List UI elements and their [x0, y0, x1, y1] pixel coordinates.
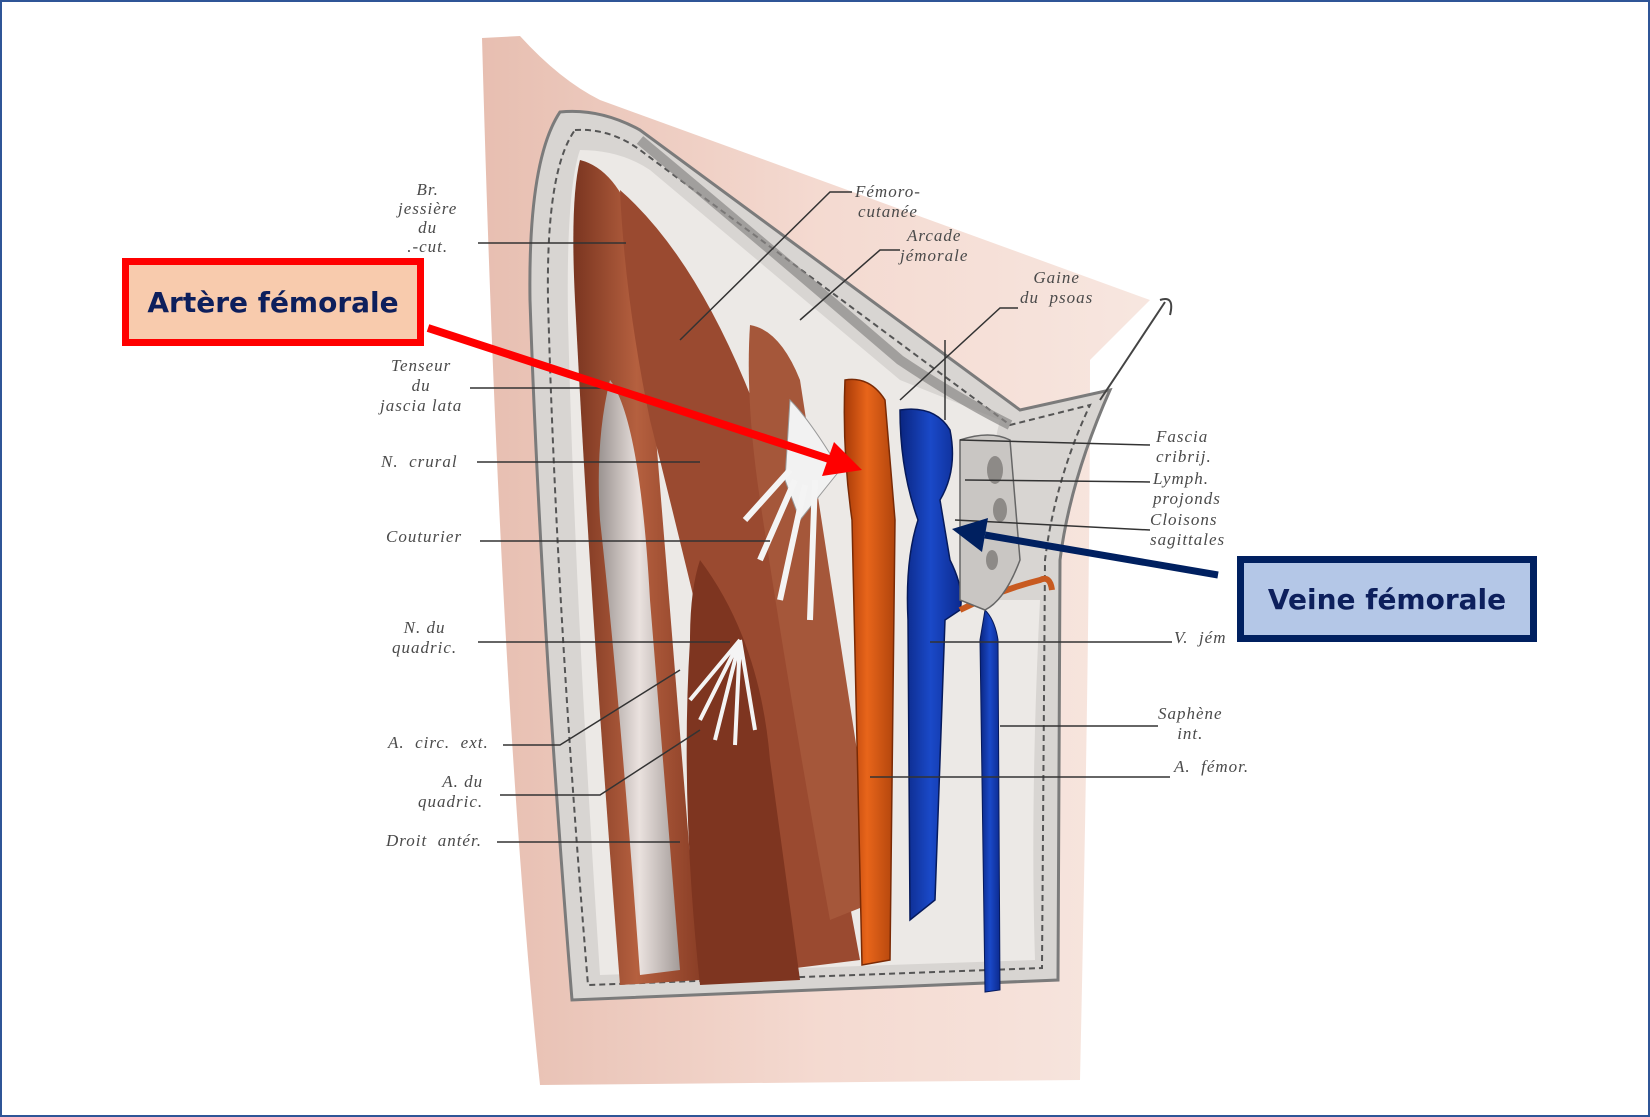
- label-br-fessiere: Br. jessière du .-cut.: [398, 180, 458, 256]
- retractor-hook: [1099, 301, 1166, 401]
- sartorius-muscle: [620, 190, 860, 970]
- label-couturier: Couturier: [386, 527, 463, 546]
- iliotibial-tendon: [598, 380, 680, 975]
- inguinal-ligament: [636, 136, 1013, 430]
- fascia-stitch-line: [546, 128, 1092, 987]
- label-femoro-cutanee: Fémoro- cutanée: [855, 182, 921, 221]
- label-v-fem: V. jém: [1174, 628, 1227, 647]
- label-gaine-psoas: Gaine du psoas: [1020, 268, 1094, 307]
- label-a-quadric: A. du quadric.: [418, 772, 484, 811]
- vein-arrow: [952, 518, 1219, 579]
- lymph-node: [986, 550, 998, 570]
- rectus-femoris-muscle: [686, 560, 800, 985]
- label-n-quadric: N. du quadric.: [392, 618, 458, 657]
- label-cloisons-sagittales: Cloisons sagittales: [1150, 510, 1226, 549]
- great-saphenous-vein: [979, 608, 1001, 993]
- label-a-femor: A. fémor.: [1174, 757, 1250, 776]
- leader-lines: [470, 191, 1172, 843]
- iliopsoas-muscle: [748, 325, 880, 920]
- label-saphene-int: Saphène int.: [1158, 704, 1223, 743]
- label-n-crural: N. crural: [381, 452, 458, 471]
- label-a-circ-ext: A. circ. ext.: [388, 733, 489, 752]
- callout-artere-femorale-text: Artère fémorale: [147, 285, 399, 319]
- label-droit-anter: Droit antér.: [386, 831, 482, 850]
- retractor-hook-tip: [1159, 298, 1173, 316]
- femoral-artery: [843, 378, 896, 966]
- femoral-nerve: [784, 398, 841, 521]
- label-arcade-femorale: Arcade jémorale: [900, 226, 969, 265]
- quadriceps-nerve-fan: [688, 638, 757, 746]
- lymph-node: [993, 498, 1007, 522]
- callout-veine-femorale-text: Veine fémorale: [1267, 582, 1507, 616]
- artery-arrow: [426, 324, 862, 476]
- callout-veine-femorale: Veine fémorale: [1237, 556, 1537, 642]
- callout-artere-femorale: Artère fémorale: [122, 258, 424, 346]
- label-fascia-cribrif: Fascia cribrij.: [1156, 427, 1212, 466]
- lymph-node: [987, 456, 1003, 484]
- femoral-nerve-branches: [742, 467, 818, 621]
- label-lymph-profonds: Lymph. projonds: [1153, 469, 1221, 508]
- label-tenseur-fascia-lata: Tenseur du jascia lata: [380, 356, 463, 415]
